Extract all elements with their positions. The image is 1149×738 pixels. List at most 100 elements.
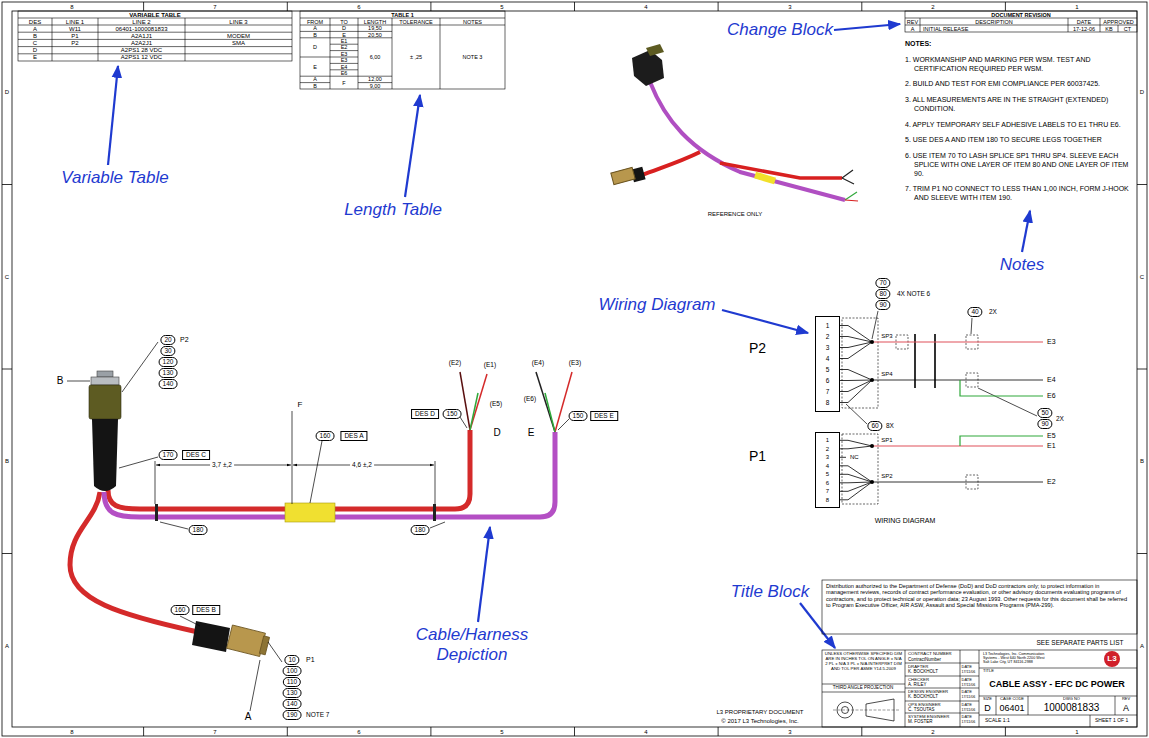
title-block-text: ContractNumber [908,657,941,662]
reference-illustration [642,152,700,175]
harness-label: E [528,427,535,439]
annotation-arrow [405,95,420,197]
reference-illustration [611,44,858,201]
harness-label: NOTE 7 [306,711,329,718]
title-block-text: DATE [962,702,972,707]
length-table-grid [300,11,505,89]
pin-number: 8 [816,496,839,505]
table-cell: LENGTH [364,18,386,24]
variable-table-grid [18,11,292,61]
table-cell: 6,00 [370,54,381,60]
title-block-grid [905,650,979,727]
zone-letter: D [5,89,9,96]
pin-number: 4 [816,353,839,364]
wiring-label: 2X [989,308,997,315]
length-table-grid [300,31,330,82]
harness-label: (E6) [524,395,536,402]
table-cell: MODEM [227,32,250,39]
zone-letter: A [5,643,9,650]
table-cell: A2PS1 28 VDC [121,47,162,54]
drawing-note: 5. USE DES A AND ITEM 180 TO SECURE LEGS… [905,136,1137,145]
wiring-lines [838,318,1043,504]
drawing-note: 2. BUILD AND TEST FOR EMI COMPLIANCE PER… [905,80,1137,89]
drawing-note: NOTES: [905,40,1137,49]
title-block-text: QPS ENGINEER [908,702,941,707]
length-table-grid [330,18,440,89]
harness-illustration [555,372,572,432]
table-cell: LINE 2 [132,18,150,25]
annotation-label: Variable Table [61,168,168,188]
revision-block-grid [905,11,1137,32]
wiring-lines [838,370,872,403]
harness-label: (E2) [449,359,461,366]
wiring-label: E2 [1047,478,1056,486]
revision-cell: APPROVED [1103,18,1134,24]
harness-label: 4,6 ±,2 [350,461,374,468]
harness-illustration [259,636,269,655]
harness-label: 130 [283,688,302,698]
reference-illustration [842,170,854,184]
harness-label: (E4) [532,359,544,366]
table-cell: LINE 1 [66,18,84,25]
harness-illustration [155,504,158,521]
variable-table-grid [52,18,185,61]
reference-illustration [720,163,842,178]
pin-number: 8 [816,397,839,408]
title-block-text: Distribution authorized to the Departmen… [826,583,1132,609]
caption: REFERENCE ONLY [708,211,763,218]
leader-line [67,311,1037,711]
harness-label: 20 [160,335,175,345]
table-cell: F [342,79,345,85]
title-block-text: DESIGN ENGINEER [908,689,948,694]
title-block-text: 17/11/06 [962,708,976,712]
harness-illustration [536,372,555,432]
title-block-text: DRAFTER [908,664,928,669]
harness-label: 120 [159,357,178,367]
table-cell: NOTES [463,18,482,24]
leader-line [310,441,322,503]
zone-number: 3 [788,728,791,735]
harness-illustration [470,374,487,430]
title-block-text: UNLESS OTHERWISE SPECIFIED DIM ARE IN IN… [824,652,903,672]
title-block-grid [822,684,905,692]
annotation-arrow [108,24,1030,648]
annotation-arrow [478,527,490,622]
harness-label: 130 [159,368,178,378]
leader-line [430,522,445,528]
title-block-text: SEE SEPARATE PARTS LIST [1037,639,1124,646]
title-block-text: DWG NO [1063,697,1080,702]
table-cell: 12,00 [368,76,382,82]
leader-line [119,457,158,468]
wiring-label: 4X NOTE 6 [897,290,930,297]
zone-number: 1 [1075,728,1078,735]
leader-line [971,318,972,334]
dimension-line [155,411,435,504]
table-cell: P1 [71,32,78,39]
harness-illustration [433,504,436,521]
title-block-text: © 2017 L3 Technologies, Inc. [721,718,798,725]
harness-label: DES B [192,605,220,615]
wire-green [960,380,1043,446]
pin-number: 2 [816,331,839,342]
wiring-lines [872,380,1043,381]
wiring-lines [872,482,1043,483]
revision-cell: DOCUMENT REVISION [991,11,1051,17]
pin-number: 2 [816,445,839,454]
harness-label: 10 [284,655,299,665]
drawing-note: 6. USE ITEM 70 TO LASH SPLICE SP1 THRU S… [905,152,1137,178]
harness-label: 140 [159,379,178,389]
leader-line [846,404,867,424]
harness-illustration [545,393,555,432]
title-block-grid [905,663,979,713]
leader-line [250,660,260,711]
title-block-text: TITLE [983,669,994,674]
wiring-label: 8X [886,422,894,429]
sheet-frame [2,185,1147,554]
revision-block-grid [905,18,1137,25]
harness-label: (E5) [490,400,502,407]
harness-label: F [298,400,303,409]
title-block-grid [822,580,1137,634]
annotation-arrow [834,24,900,30]
length-table-grid [300,18,505,25]
